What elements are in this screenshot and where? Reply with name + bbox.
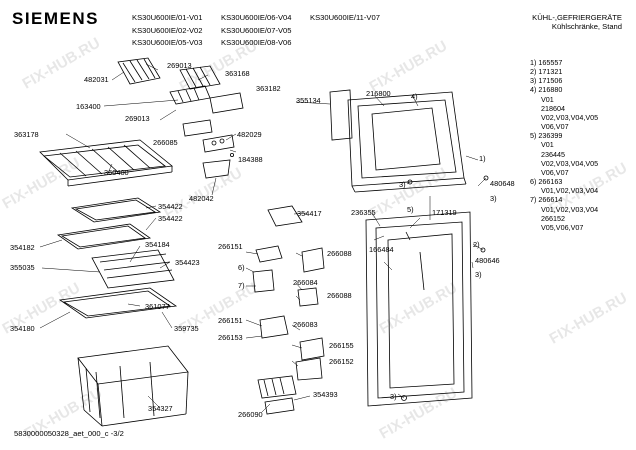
part-label: 482042 bbox=[189, 194, 214, 203]
part-label: 354184 bbox=[145, 240, 170, 249]
page-number: -3/2 bbox=[110, 429, 124, 438]
part-label: 4) bbox=[411, 92, 418, 101]
part-label: 171319 bbox=[432, 208, 457, 217]
part-label: 355134 bbox=[296, 96, 321, 105]
part-label: 359735 bbox=[174, 324, 199, 333]
part-label: 6) bbox=[238, 263, 245, 272]
document-id: 5830000050328_aet_000_c bbox=[14, 429, 109, 438]
glass-shelf-part bbox=[56, 197, 162, 250]
legend-row: 4) 216880 bbox=[530, 85, 563, 95]
part-label: 354423 bbox=[175, 258, 200, 267]
model-number: KS30U600IE/01-V01 bbox=[132, 13, 203, 22]
freezer-door-part bbox=[329, 89, 467, 193]
brand-logo: SIEMENS bbox=[12, 9, 100, 28]
part-label: 269013 bbox=[125, 114, 150, 123]
legend-row: 266152 bbox=[541, 213, 565, 223]
part-label: 266088 bbox=[327, 249, 352, 258]
part-label: 363178 bbox=[14, 130, 39, 139]
category-block: KÜHL-,GEFRIERGERÄTE Kühlschränke, Stand bbox=[532, 13, 622, 31]
door-bin-part bbox=[252, 205, 325, 415]
part-label: 266151 bbox=[218, 242, 243, 251]
part-label: 482029 bbox=[237, 130, 262, 139]
part-label: 236355 bbox=[351, 208, 376, 217]
part-label: 363168 bbox=[225, 69, 250, 78]
part-label: 361077 bbox=[145, 302, 170, 311]
part-label: 3) bbox=[390, 392, 397, 401]
part-label: 266084 bbox=[293, 278, 318, 287]
legend-row: V01,V02,V03,V04 bbox=[541, 204, 599, 214]
legend-row: V02,V03,V04,V05 bbox=[541, 112, 599, 122]
crisper-cover-part bbox=[58, 249, 178, 319]
part-label: 5) bbox=[407, 205, 414, 214]
part-label: 354417 bbox=[297, 209, 322, 218]
part-label: 266155 bbox=[329, 341, 354, 350]
model-number: KS30U600IE/07-V05 bbox=[221, 26, 292, 35]
legend-row: 5) 236399 bbox=[530, 131, 563, 141]
legend-row: V02,V03,V04,V05 bbox=[541, 158, 599, 168]
part-label: 354182 bbox=[10, 243, 35, 252]
part-label: 363182 bbox=[256, 84, 281, 93]
part-label: 480648 bbox=[490, 179, 515, 188]
part-label: 480646 bbox=[475, 256, 500, 265]
part-label: 269013 bbox=[167, 61, 192, 70]
legend-row: 236445 bbox=[541, 149, 565, 159]
legend-row: V06,V07 bbox=[541, 167, 569, 177]
part-label: 266153 bbox=[218, 333, 243, 342]
model-number: KS30U600IE/11-V07 bbox=[310, 13, 380, 22]
part-label: 3) bbox=[490, 194, 497, 203]
part-label: 7) bbox=[238, 281, 245, 290]
part-label: 354180 bbox=[10, 324, 35, 333]
legend-row: V01 bbox=[541, 94, 554, 104]
part-label: 360400 bbox=[104, 168, 129, 177]
part-label: 184388 bbox=[238, 155, 263, 164]
model-number: KS30U600IE/05-V03 bbox=[132, 38, 203, 47]
part-label: 354422 bbox=[158, 202, 183, 211]
freezer-rack-part bbox=[117, 57, 244, 179]
part-label: 1) bbox=[479, 154, 486, 163]
part-label: 354422 bbox=[158, 214, 183, 223]
legend-row: V06,V07 bbox=[541, 122, 569, 132]
legend-row: V01 bbox=[541, 140, 554, 150]
freezer-shelf-part bbox=[39, 139, 173, 187]
legend-row: 6) 266163 bbox=[530, 177, 563, 187]
part-label: 266083 bbox=[293, 320, 318, 329]
category-subtitle: Kühlschränke, Stand bbox=[551, 22, 622, 31]
vegetable-drawer-part bbox=[77, 345, 189, 427]
part-label: 355035 bbox=[10, 263, 35, 272]
part-label: 354327 bbox=[148, 404, 173, 413]
part-label: 216800 bbox=[366, 89, 391, 98]
model-number: KS30U600IE/08-V06 bbox=[221, 38, 292, 47]
part-label: 266085 bbox=[153, 138, 178, 147]
leader-lines bbox=[39, 63, 487, 413]
part-label: 482031 bbox=[84, 75, 109, 84]
fridge-door-part bbox=[365, 211, 473, 407]
part-label: 354393 bbox=[313, 390, 338, 399]
document-footer: 5830000050328_aet_000_c -3/2 bbox=[14, 429, 124, 438]
model-number: KS30U600IE/02-V02 bbox=[132, 26, 203, 35]
legend-row: 7) 266614 bbox=[530, 195, 563, 205]
part-label: 266151 bbox=[218, 316, 243, 325]
legend-row: 218604 bbox=[541, 103, 565, 113]
part-label: 266088 bbox=[327, 291, 352, 300]
legend-row: V01,V02,V03,V04 bbox=[541, 186, 599, 196]
part-label: 3) bbox=[399, 180, 406, 189]
part-label: 166484 bbox=[369, 245, 394, 254]
legend-row: 3) 171506 bbox=[530, 76, 563, 86]
legend-row: 2) 171321 bbox=[530, 67, 563, 77]
legend-row: V05,V06,V07 bbox=[541, 222, 584, 232]
category-title: KÜHL-,GEFRIERGERÄTE bbox=[532, 13, 622, 22]
model-number: KS30U600IE/06-V04 bbox=[221, 13, 292, 22]
part-label: 2) bbox=[473, 240, 480, 249]
part-label: 266090 bbox=[238, 410, 263, 419]
part-label: 163400 bbox=[76, 102, 101, 111]
part-label: 266152 bbox=[329, 357, 354, 366]
part-label: 3) bbox=[475, 270, 482, 279]
legend-row: 1) 165557 bbox=[530, 58, 563, 67]
